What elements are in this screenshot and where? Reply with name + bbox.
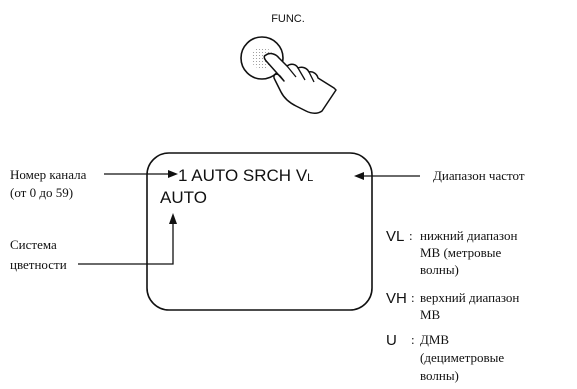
hand-pressing-button-icon[interactable] [240, 36, 337, 114]
channel-number: 1 [178, 166, 187, 185]
channel-number-range: (от 0 до 59) [10, 185, 73, 200]
screen-line-1: 1 AUTO SRCH VL [178, 166, 313, 185]
tv-screen [146, 152, 373, 311]
frequency-band-arrow [354, 172, 420, 180]
channel-number-callout: Номер канала [10, 167, 87, 182]
legend-colon-vh: : [411, 290, 415, 305]
search-mode: AUTO SRCH [191, 166, 291, 185]
legend-code-vl: VL [386, 228, 404, 245]
legend-colon-vl: : [409, 228, 413, 243]
legend-u-line-3: волны) [420, 368, 459, 383]
legend-vl-line-3: волны) [420, 262, 459, 277]
legend-vh-line-1: верхний диапазон [420, 290, 519, 305]
color-system-arrow [78, 213, 177, 265]
legend-code-vh: VH [386, 290, 407, 307]
band-code-sub: L [307, 172, 313, 184]
legend-code-u: U [386, 332, 397, 349]
color-system-callout: Система [10, 237, 57, 252]
legend-colon-u: : [411, 332, 415, 347]
channel-number-arrow [104, 170, 178, 178]
legend-vl-line-2: MB (метровые [420, 245, 502, 260]
screen-line-2: AUTO [160, 188, 207, 207]
func-button-label: FUNC. [271, 13, 305, 25]
band-legend: VL : нижний диапазон MB (метровые волны)… [386, 228, 519, 383]
band-code: V [296, 166, 308, 185]
frequency-band-callout: Диапазон частот [433, 168, 525, 183]
legend-vl-line-1: нижний диапазон [420, 228, 517, 243]
legend-vh-line-2: MB [420, 307, 441, 322]
color-system-callout-2: цветности [10, 257, 67, 272]
legend-u-line-1: ДМВ [420, 332, 449, 347]
legend-u-line-2: (дециметровые [420, 350, 504, 365]
